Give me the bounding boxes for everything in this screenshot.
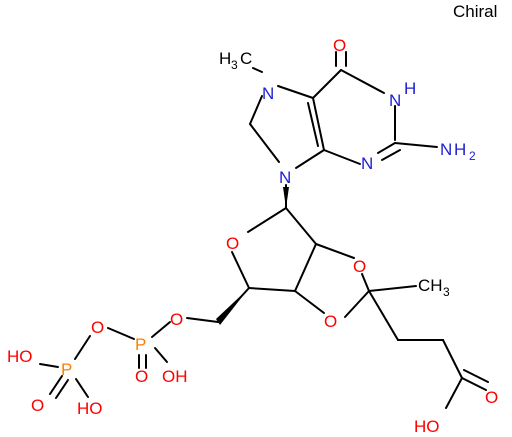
- atom-O5: O: [170, 310, 183, 329]
- atom-3-me: 3: [231, 58, 238, 72]
- atom-labels: O N H N H 3 C N H 2 N N O O O CH 3 O P O…: [7, 36, 498, 436]
- bond: [294, 290, 325, 314]
- bond: [442, 339, 463, 379]
- bond: [312, 97, 325, 151]
- atom-HO-p2: HO: [7, 347, 33, 366]
- atom-H-nh: H: [404, 79, 416, 98]
- bond: [285, 207, 317, 245]
- atom-O-ring: O: [226, 234, 239, 253]
- atom-H-amino: H: [454, 140, 466, 159]
- bond: [381, 149, 401, 161]
- atom-O-acid: O: [485, 388, 498, 407]
- atom-N3: N: [361, 154, 373, 173]
- atom-N9: N: [279, 168, 291, 187]
- atom-OH-p1: OH: [162, 367, 188, 386]
- bond: [247, 207, 287, 233]
- bond: [463, 369, 489, 383]
- atom-CH3: CH: [418, 276, 443, 295]
- bond: [249, 95, 263, 125]
- bond: [344, 290, 370, 318]
- atom-N-amino: N: [440, 140, 452, 159]
- bond: [361, 273, 370, 292]
- atom-P2: P: [61, 360, 72, 379]
- bond: [368, 290, 399, 341]
- atom-O-dioxolane-1: O: [353, 257, 366, 276]
- atom-P1: P: [135, 335, 146, 354]
- bond: [39, 363, 59, 368]
- bond: [248, 287, 296, 292]
- bond: [312, 69, 342, 99]
- bond: [49, 375, 63, 395]
- bond: [294, 243, 317, 292]
- bond: [151, 321, 171, 338]
- atom-2-amino: 2: [469, 149, 476, 163]
- bond: [461, 377, 487, 391]
- atom-HO-acid: HO: [414, 417, 440, 436]
- atom-O-dioxolane-2: O: [324, 312, 337, 331]
- bond: [74, 335, 91, 360]
- bond: [307, 102, 319, 147]
- bond: [231, 251, 250, 289]
- bond: [377, 142, 396, 154]
- bond: [154, 347, 168, 363]
- atom-O-p1: O: [135, 367, 148, 386]
- bond: [315, 243, 355, 259]
- atom-C-me: C: [240, 49, 252, 68]
- bond: [186, 317, 219, 323]
- bond: [277, 85, 314, 99]
- atom-N-me: N: [262, 84, 274, 103]
- bond: [323, 149, 361, 165]
- wedge-bond: [216, 288, 249, 325]
- atom-H-me: H: [219, 49, 231, 68]
- bond: [368, 285, 417, 292]
- bond: [394, 142, 438, 148]
- atom-O-p2: O: [31, 396, 44, 415]
- bond: [295, 149, 325, 169]
- atom-O-bridge: O: [91, 318, 104, 337]
- bond: [252, 67, 263, 73]
- bond: [445, 377, 463, 409]
- atom-O-keto: O: [333, 36, 346, 55]
- bond: [75, 378, 89, 398]
- chiral-label: Chiral: [453, 2, 498, 21]
- bond: [249, 123, 280, 163]
- atom-HO-p2b: HO: [77, 399, 103, 418]
- bond: [340, 69, 385, 94]
- atom-N-H: N: [389, 91, 401, 110]
- bond: [107, 327, 135, 340]
- bonds: [39, 51, 489, 409]
- wedge-bonds: [216, 187, 289, 325]
- atom-3-ch3: 3: [443, 285, 450, 299]
- wedge-bond: [283, 187, 289, 208]
- bond: [55, 379, 69, 399]
